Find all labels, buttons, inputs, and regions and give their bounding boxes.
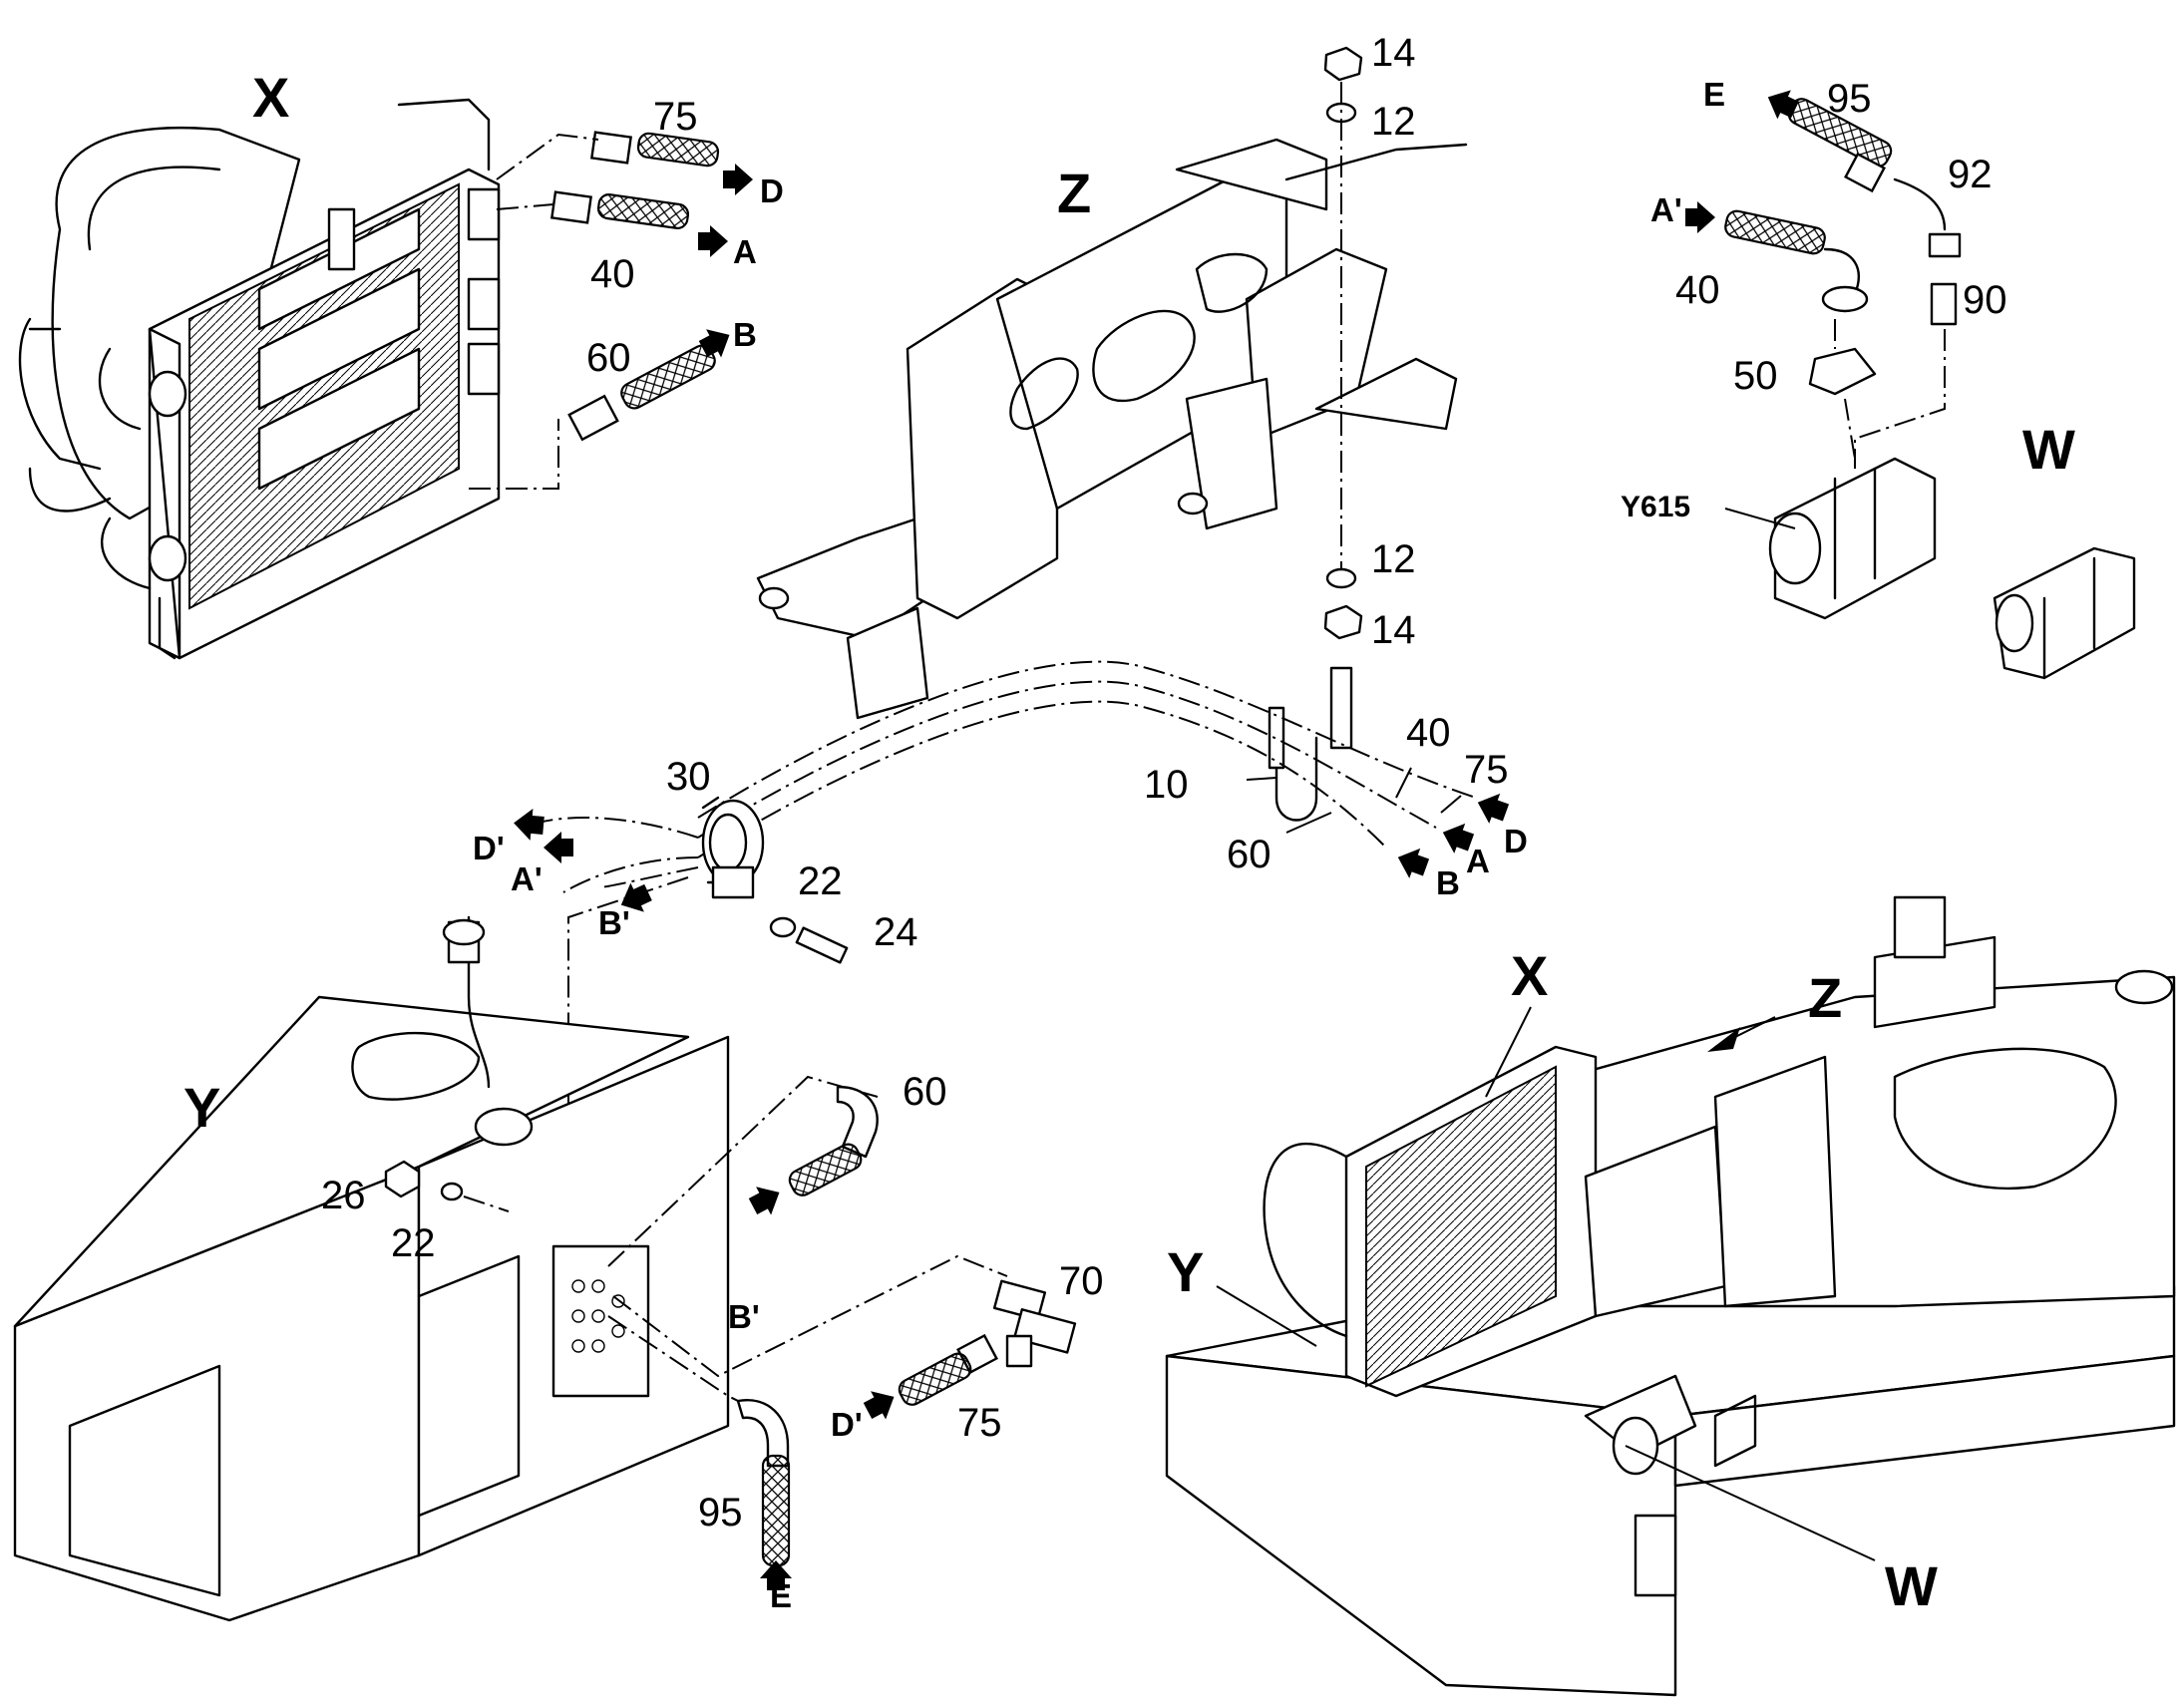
port-label-a-z: A: [1466, 843, 1490, 879]
component-code-y615: Y615: [1621, 491, 1690, 523]
view-label-y-overview: Y: [1167, 1240, 1204, 1303]
callout-24: 24: [874, 910, 918, 954]
hose-40-x: [550, 190, 690, 229]
bolt-stack-z: [1268, 46, 1363, 822]
callout-75-y: 75: [957, 1401, 1002, 1445]
view-z-frame: [756, 138, 1468, 720]
port-label-b-prime: B': [598, 904, 630, 941]
view-label-x-overview: X: [1511, 944, 1548, 1007]
port-d-arrow: [723, 164, 753, 195]
hex-nut-icon: [1323, 46, 1363, 82]
callout-90: 90: [1963, 278, 2007, 322]
callout-92: 92: [1948, 153, 1993, 196]
callout-22-grommet: 22: [798, 859, 843, 903]
z-direction-arrow: [1707, 1027, 1740, 1052]
callout-60-y: 60: [903, 1070, 947, 1114]
port-a-arrow: [698, 225, 728, 257]
view-label-z-overview: Z: [1808, 966, 1842, 1029]
leader-x-overview: [1485, 1006, 1532, 1098]
port-label-a: A: [733, 233, 757, 270]
port-label-d-prime-y: D': [831, 1406, 863, 1443]
washer-icon: [440, 1182, 464, 1201]
view-label-w-overview: W: [1885, 1554, 1938, 1617]
callout-12-top: 12: [1371, 100, 1416, 144]
callout-75-z: 75: [1464, 748, 1509, 792]
callout-40-x: 40: [590, 252, 635, 296]
port-label-a-prime: A': [511, 860, 543, 897]
callout-12-bottom: 12: [1371, 537, 1416, 581]
port-label-b: B: [733, 316, 757, 353]
callout-22-tank: 22: [391, 1221, 436, 1265]
port-label-d-z: D: [1504, 823, 1528, 859]
view-label-w: W: [2022, 418, 2075, 481]
view-label-y: Y: [183, 1076, 220, 1139]
port-label-d-prime: D': [473, 830, 505, 866]
callout-30: 30: [666, 755, 711, 799]
leader-y-overview: [1216, 1285, 1317, 1347]
port-label-a-prime-w: A': [1650, 191, 1682, 228]
port-label-b-z: B: [1436, 864, 1460, 901]
hose-60-y: [788, 1085, 879, 1196]
hose-60-x: [567, 344, 716, 442]
hose-75-y: [898, 1333, 998, 1406]
washer-icon: [769, 916, 797, 938]
view-y-tank: [13, 915, 730, 1622]
hex-nut-icon: [1323, 604, 1363, 640]
callout-60-z: 60: [1227, 833, 1272, 876]
hose-75-x: [590, 131, 720, 168]
view-x-cooler-assembly: [18, 98, 501, 660]
port-label-b-prime-y: B': [728, 1298, 760, 1335]
washer-icon: [1325, 567, 1357, 589]
port-d-arrow: [1472, 787, 1512, 829]
callout-14-bottom: 14: [1371, 608, 1416, 652]
callout-10: 10: [1144, 763, 1189, 807]
hex-nut-icon: [384, 1160, 421, 1198]
port-d-prime-arrow: [512, 807, 545, 842]
callout-40-w: 40: [1675, 268, 1720, 312]
port-b-arrow: [1392, 842, 1432, 883]
port-label-e-y: E: [770, 1577, 792, 1614]
callout-60-x: 60: [586, 336, 631, 380]
port-label-d: D: [760, 172, 784, 209]
port-b-prime-arrow: [745, 1178, 787, 1221]
callout-95-w: 95: [1827, 77, 1872, 121]
callout-50: 50: [1733, 354, 1778, 398]
view-label-x: X: [252, 66, 289, 129]
callout-95-y: 95: [698, 1491, 743, 1535]
hose-95-y: [736, 1399, 791, 1567]
overview-machine-frame: [1165, 895, 2176, 1697]
grommet-30: [701, 796, 849, 964]
port-d-prime-arrow: [860, 1382, 902, 1426]
view-label-z: Z: [1057, 162, 1091, 224]
port-a-prime-arrow: [544, 832, 573, 863]
callout-14-top: 14: [1371, 31, 1416, 75]
view-w-pump: [1724, 98, 2136, 680]
callout-75-x: 75: [653, 95, 698, 139]
port-a-prime-arrow: [1685, 201, 1715, 233]
callout-70: 70: [1059, 1259, 1104, 1303]
port-label-e-w: E: [1703, 76, 1725, 113]
leader-w-overview: [1625, 1445, 1876, 1561]
tee-fitting-70: [992, 1279, 1077, 1368]
callout-26: 26: [321, 1174, 366, 1217]
callout-40-z: 40: [1406, 711, 1451, 755]
